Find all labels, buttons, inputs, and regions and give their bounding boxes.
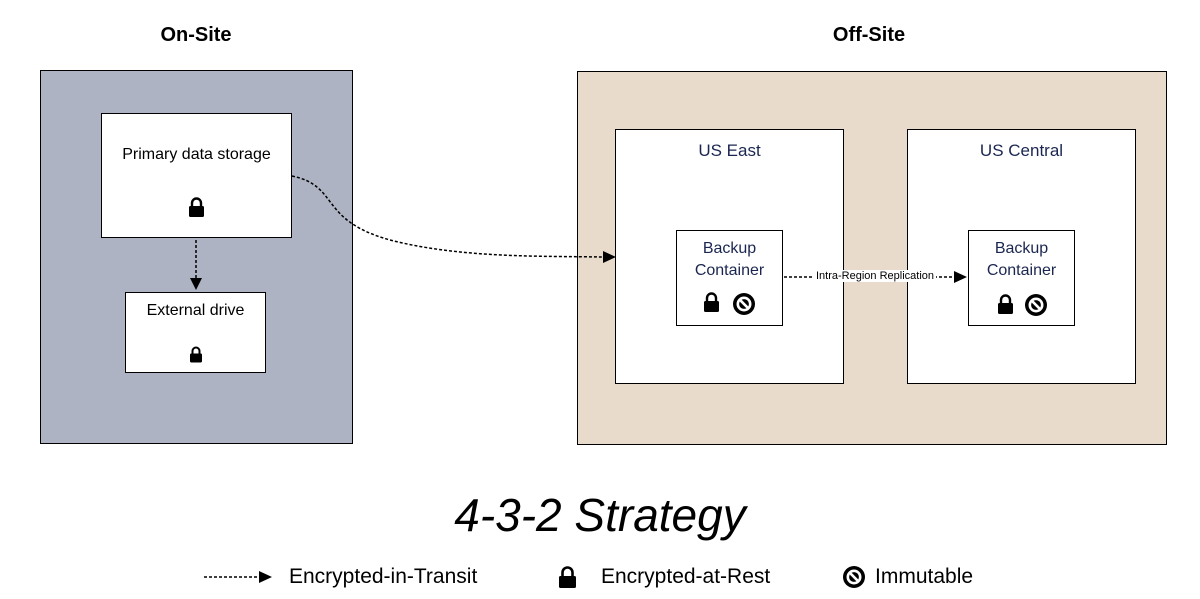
lock-icon <box>189 346 203 363</box>
primary-data-storage-box: Primary data storage <box>101 113 292 238</box>
region-us-central-label: US Central <box>979 141 1064 160</box>
legend-rest-label: Encrypted-at-Rest <box>601 565 771 588</box>
replication-label: Intra-Region Replication <box>814 270 937 282</box>
lock-icon <box>188 197 205 218</box>
immutable-icon <box>1025 294 1047 316</box>
legend-transit-arrowhead <box>259 571 272 583</box>
strategy-title: 4-3-2 Strategy <box>454 489 746 541</box>
immutable-icon <box>843 566 865 588</box>
lock-icon <box>558 566 577 589</box>
primary-data-storage-label: Primary data storage <box>122 146 271 163</box>
lock-icon <box>997 294 1014 315</box>
legend-immutable-label: Immutable <box>875 565 974 588</box>
external-drive-label: External drive <box>146 302 245 319</box>
backup-container-line1: Backup <box>702 240 757 257</box>
backup-container-line2: Container <box>694 262 765 279</box>
legend-transit-label: Encrypted-in-Transit <box>289 565 478 588</box>
backup-container-us-east: Backup Container <box>676 230 783 326</box>
external-drive-box: External drive <box>125 292 266 373</box>
onsite-title: On-Site <box>160 24 232 46</box>
backup-container-line2: Container <box>986 262 1057 279</box>
backup-container-line1: Backup <box>994 240 1049 257</box>
offsite-title: Off-Site <box>832 24 906 46</box>
lock-icon <box>703 292 720 313</box>
region-us-east-label: US East <box>698 141 761 160</box>
immutable-icon <box>733 293 755 315</box>
backup-container-us-central: Backup Container <box>968 230 1075 326</box>
